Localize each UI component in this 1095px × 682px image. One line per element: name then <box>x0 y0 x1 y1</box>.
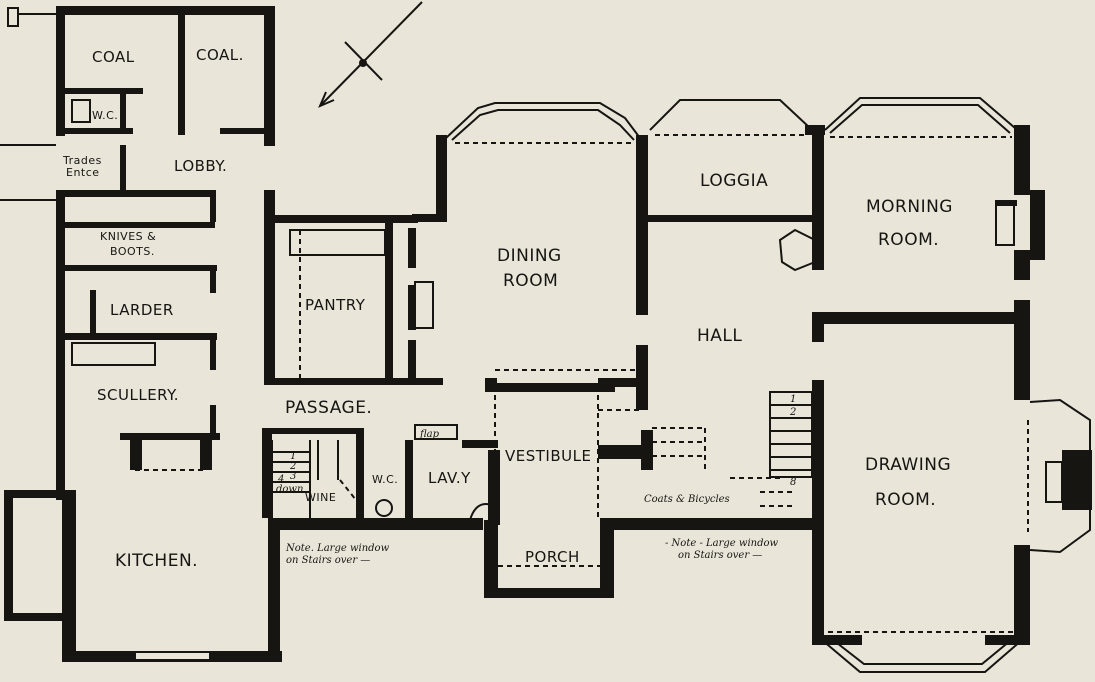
label-dining-2: ROOM <box>503 271 558 291</box>
label-vestibule: VESTIBULE <box>505 447 591 465</box>
annotation-flap: flap <box>419 429 440 440</box>
label-loggia: LOGGIA <box>700 171 768 191</box>
stair-number-left-4: 4 <box>277 474 284 485</box>
label-drawing-1: DRAWING <box>865 455 951 475</box>
stairs-right <box>652 391 813 507</box>
label-scullery: SCULLERY. <box>97 386 179 404</box>
label-wc-lower: W.C. <box>372 473 398 486</box>
label-drawing-2: ROOM. <box>875 490 936 510</box>
label-passage: PASSAGE. <box>285 398 372 418</box>
room-labels: COAL COAL. W.C. Trades Entce LOBBY. KNIV… <box>62 46 953 571</box>
label-kitchen: KITCHEN. <box>115 551 198 571</box>
north-arrow <box>318 1 423 108</box>
label-knives-boots-2: BOOTS. <box>110 245 155 258</box>
annotation-note-left-2: on Stairs over — <box>286 555 370 566</box>
walls <box>4 6 1092 662</box>
label-pantry: PANTRY <box>305 296 366 314</box>
label-lavatory: LAV.Y <box>428 469 471 487</box>
label-larder: LARDER <box>110 301 174 319</box>
label-dining-1: DINING <box>497 246 562 266</box>
label-wc-upper: W.C. <box>92 109 118 122</box>
annotation-down: down <box>276 484 303 495</box>
stair-number-right-8: 8 <box>790 477 796 488</box>
label-coal-2: COAL. <box>196 46 244 64</box>
stair-number-right-2: 2 <box>789 407 796 418</box>
stair-number-left-1: 1 <box>290 451 296 462</box>
stair-number-left-2: 2 <box>289 461 296 472</box>
annotations: flap down Note. Large window on Stairs o… <box>276 394 796 566</box>
stair-number-right-1: 1 <box>790 394 796 405</box>
label-morning-2: ROOM. <box>878 230 939 250</box>
annotation-note-right-1: - Note - Large window <box>665 538 779 549</box>
label-hall: HALL <box>697 326 742 346</box>
label-trades-1: Trades <box>62 154 102 167</box>
label-coats-bicycles: Coats & Bicycles <box>644 494 730 505</box>
label-lobby: LOBBY. <box>174 157 227 175</box>
label-porch: PORCH <box>525 548 580 566</box>
stair-number-left-3: 3 <box>290 471 296 482</box>
label-coal-1: COAL <box>92 48 135 66</box>
annotation-note-left-1: Note. Large window <box>285 543 390 554</box>
annotation-note-right-2: on Stairs over — <box>678 550 762 561</box>
label-morning-1: MORNING <box>866 197 953 217</box>
label-knives-boots-1: KNIVES & <box>100 230 156 243</box>
label-trades-2: Entce <box>66 166 100 179</box>
stairs-left <box>271 440 357 520</box>
label-wine: WINE <box>305 491 336 504</box>
